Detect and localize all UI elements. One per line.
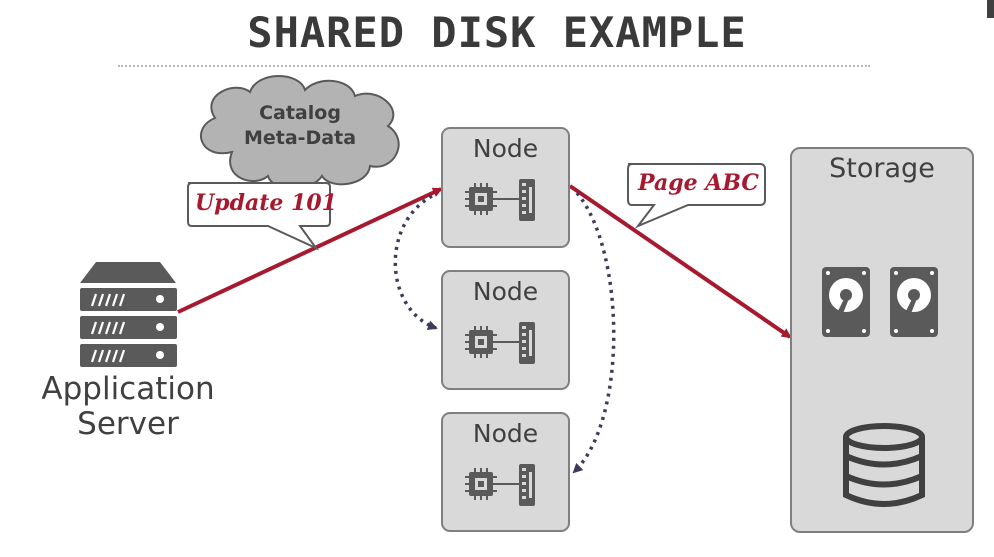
- arrow-node-to-storage: [568, 184, 792, 339]
- storage-icons: [822, 267, 938, 507]
- arrow-app-to-node: [177, 187, 443, 314]
- app-label-line-2: Server: [77, 406, 179, 442]
- node-label: Node: [472, 134, 539, 163]
- hard-disk-icon: [890, 267, 938, 337]
- title-divider: [118, 65, 870, 67]
- callout-update-bubble: [187, 182, 331, 251]
- dotted-arrow-node1-to-node3: [572, 191, 616, 474]
- cpu-memory-icon: [465, 179, 535, 221]
- cloud-line-1: Catalog: [259, 102, 341, 124]
- cpu-memory-icon: [465, 322, 535, 364]
- cloud-catalog-label: Catalog Meta-Data: [225, 101, 375, 151]
- database-icon: [843, 423, 925, 507]
- cpu-memory-icon: [465, 464, 535, 506]
- node-box-1: Node: [441, 127, 570, 248]
- node-box-2: Node: [441, 270, 570, 390]
- storage-label: Storage: [829, 153, 935, 184]
- node-box-3: Node: [441, 412, 570, 532]
- node-label: Node: [472, 277, 539, 306]
- callout-page-bubble: [627, 163, 766, 229]
- storage-box: Storage: [790, 147, 974, 533]
- hard-disk-icon: [822, 267, 870, 337]
- callout-page-text: Page ABC: [638, 170, 759, 196]
- callout-update-text: Update 101: [195, 190, 337, 216]
- corner-bar: [987, 0, 994, 18]
- dotted-arrow-node1-to-node2: [393, 194, 438, 331]
- node-label: Node: [472, 419, 539, 448]
- cloud-line-2: Meta-Data: [243, 127, 357, 149]
- server-icon: [80, 262, 177, 367]
- app-label-line-1: Application: [41, 371, 215, 407]
- slide-title: SHARED DISK EXAMPLE: [247, 8, 747, 57]
- application-server-label: Application Server: [30, 372, 226, 442]
